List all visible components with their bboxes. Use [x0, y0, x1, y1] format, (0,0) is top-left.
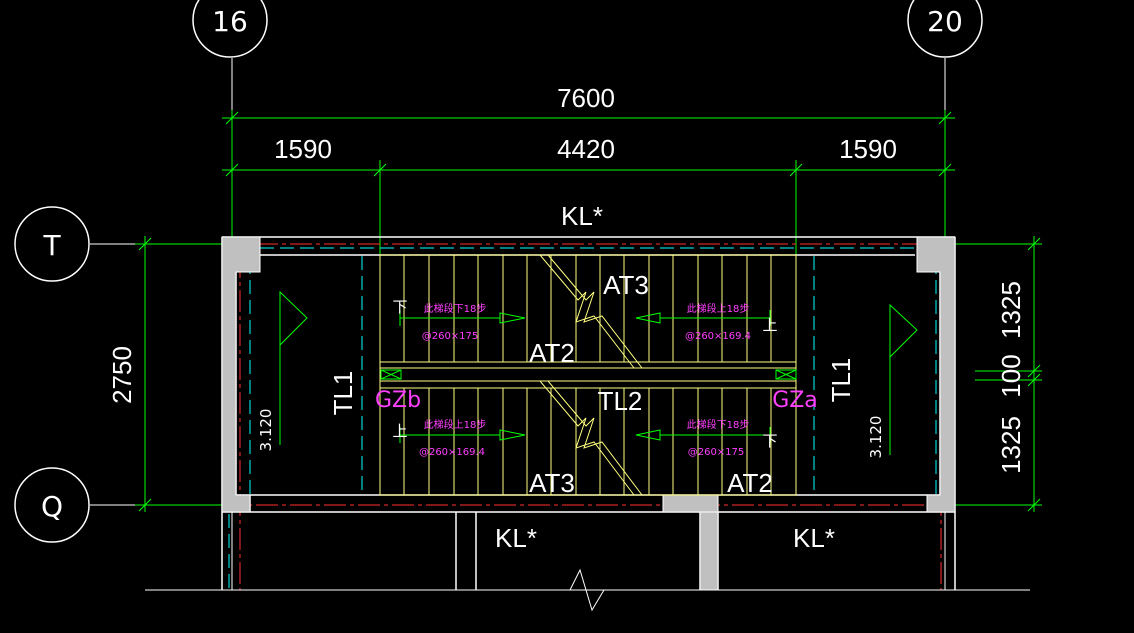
label-at2-mid: AT2 [529, 338, 575, 368]
label-at3-bottom: AT3 [529, 468, 575, 498]
axis-label-20: 20 [927, 5, 963, 38]
flight-arrows [279, 290, 918, 455]
label-tl1-left: TL1 [328, 371, 358, 416]
note-br-text: 此梯段下18步 [687, 418, 750, 431]
dim-right-bot: 1325 [996, 416, 1026, 474]
dim-right: 1590 [839, 134, 897, 164]
axis-bubble-20 [907, 0, 983, 58]
axis-label-16: 16 [212, 5, 248, 38]
dim-overall: 7600 [557, 83, 615, 113]
label-at2-bottom: AT2 [727, 468, 773, 498]
note-tl-spec: @260×175 [422, 331, 479, 342]
dim-left: 1590 [274, 134, 332, 164]
dim-middle: 4420 [557, 134, 615, 164]
dim-right-mid: 100 [996, 354, 1026, 397]
label-gzb: GZb [375, 388, 421, 413]
label-beam-top: KL* [561, 201, 603, 231]
note-down-bottom: 下 [762, 432, 777, 450]
dim-right-top: 1325 [996, 281, 1026, 339]
note-br-spec: @260×175 [688, 447, 745, 458]
note-bl-spec: @260×169.4 [419, 447, 485, 458]
axis-grid: 16 20 T Q [14, 0, 983, 590]
label-beam-bottom-right: KL* [793, 523, 835, 553]
dim-height-total: 2750 [107, 346, 137, 404]
axis-label-t: T [42, 229, 61, 262]
note-up-top: 上 [762, 316, 777, 334]
note-tr-spec: @260×169.4 [685, 331, 751, 342]
note-down-top: 下 [392, 298, 407, 316]
note-tr-text: 此梯段上18步 [687, 302, 750, 315]
note-bl-text: 此梯段上18步 [424, 418, 487, 431]
label-gza: GZa [772, 388, 818, 413]
axis-bubble-t [14, 206, 90, 282]
axis-bubble-16 [192, 0, 268, 58]
dimension-lines [135, 110, 1042, 512]
label-elev-right: 3.120 [867, 416, 885, 459]
column-fills [221, 236, 956, 591]
label-tl2: TL2 [598, 386, 643, 416]
axis-dash-lines [222, 243, 955, 590]
stair-flights [379, 254, 797, 496]
axis-bubble-q [14, 467, 90, 543]
note-up-bottom: 上 [392, 422, 407, 440]
label-beam-bottom-left: KL* [495, 523, 537, 553]
label-at3-top: AT3 [603, 270, 649, 300]
break-symbol [145, 568, 1030, 612]
note-tl-text: 此梯段下18步 [424, 302, 487, 315]
axis-label-q: Q [41, 490, 63, 523]
landing-hatch [380, 369, 797, 380]
label-tl1-right: TL1 [826, 358, 856, 403]
label-elev-left: 3.120 [257, 409, 275, 452]
